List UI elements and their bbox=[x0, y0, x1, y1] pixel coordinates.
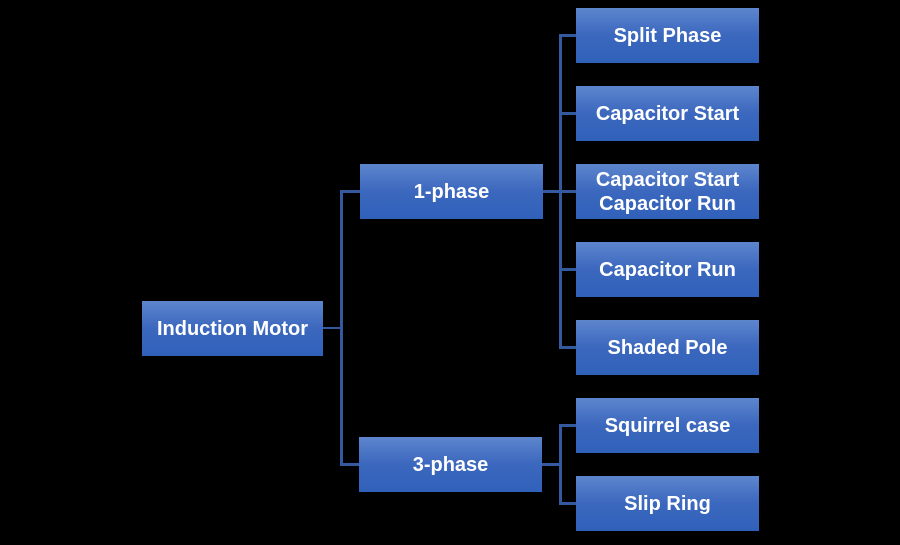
node-label: Squirrel case bbox=[604, 414, 731, 437]
node-induction-motor: Induction Motor bbox=[142, 301, 323, 356]
connector-segment bbox=[323, 326, 342, 330]
connector-segment bbox=[559, 34, 576, 37]
connector-segment bbox=[559, 268, 576, 271]
connector-segment bbox=[559, 346, 576, 349]
node-squirrel-case: Squirrel case bbox=[576, 398, 759, 453]
node-label: Capacitor Start Capacitor Run bbox=[595, 168, 740, 215]
node-label: Shaded Pole bbox=[607, 336, 728, 359]
connector-segment bbox=[340, 463, 360, 466]
node-label: Capacitor Start bbox=[595, 102, 740, 125]
node-label: 3-phase bbox=[412, 453, 489, 476]
node-label: Split Phase bbox=[613, 24, 722, 47]
node-capacitor-start-capacitor-run: Capacitor Start Capacitor Run bbox=[576, 164, 759, 219]
node-shaded-pole: Shaded Pole bbox=[576, 320, 759, 375]
connector-segment bbox=[559, 424, 576, 427]
node-label: Capacitor Run bbox=[599, 258, 736, 281]
connector-segment bbox=[559, 424, 562, 505]
node-split-phase: Split Phase bbox=[576, 8, 759, 63]
connector-segment bbox=[559, 190, 576, 193]
node-label: Slip Ring bbox=[624, 492, 711, 515]
connector-segment bbox=[542, 463, 561, 466]
connector-segment bbox=[340, 190, 343, 466]
connector-segment bbox=[559, 112, 576, 115]
connector-segment bbox=[559, 502, 576, 505]
connector-segment bbox=[542, 190, 561, 193]
node-capacitor-run: Capacitor Run bbox=[576, 242, 759, 297]
node-3-phase: 3-phase bbox=[359, 437, 542, 492]
node-label: 1-phase bbox=[413, 180, 490, 203]
node-1-phase: 1-phase bbox=[360, 164, 543, 219]
connector-segment bbox=[340, 190, 360, 193]
node-slip-ring: Slip Ring bbox=[576, 476, 759, 531]
node-capacitor-start: Capacitor Start bbox=[576, 86, 759, 141]
node-label: Induction Motor bbox=[156, 317, 309, 340]
